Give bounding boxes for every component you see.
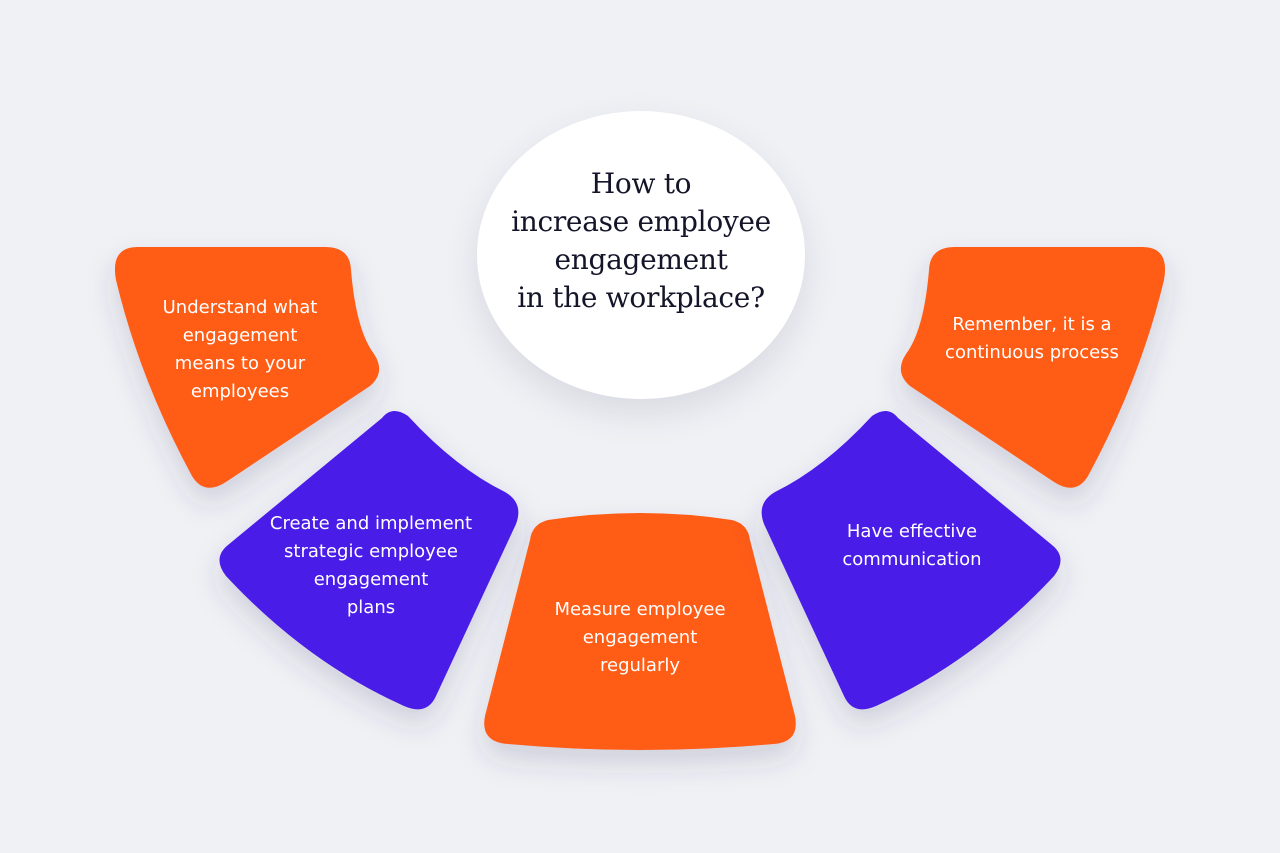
segment-2-line-1: Create and implement — [269, 513, 473, 534]
segment-2-line-4: plans — [346, 597, 396, 618]
title-line-2: increase employee — [511, 205, 771, 238]
segment-5-line-2: continuous process — [945, 342, 1119, 363]
segment-1-label: Understand what engagement means to your… — [130, 294, 350, 406]
center-circle — [477, 111, 805, 399]
segment-3-line-1: Measure employee — [554, 599, 726, 620]
segment-1-shape — [114, 247, 380, 488]
segment-1-line-1: Understand what — [162, 297, 318, 318]
segment-5-line-1: Remember, it is a — [952, 314, 1112, 335]
segment-4-line-1: Have effective — [846, 521, 978, 542]
segment-1-line-3: means to your — [174, 353, 306, 374]
segment-5-label: Remember, it is a continuous process — [920, 311, 1144, 367]
segment-2-line-3: engagement — [313, 569, 429, 590]
segment-4-line-2: communication — [842, 549, 982, 570]
segment-4-label: Have effective communication — [792, 518, 1032, 574]
segment-1-line-2: engagement — [182, 325, 298, 346]
segment-1-line-4: employees — [190, 381, 290, 402]
segment-3-label: Measure employee engagement regularly — [520, 596, 760, 680]
segment-2-shape — [219, 410, 519, 710]
segment-2-line-2: strategic employee — [284, 541, 458, 562]
segment-2-label: Create and implement strategic employee … — [240, 510, 502, 622]
diagram-title: How to increase employee engagement in t… — [477, 165, 805, 317]
title-line-4: in the workplace? — [517, 281, 765, 314]
segment-3-line-2: engagement — [582, 627, 698, 648]
segment-3-shape — [484, 513, 796, 750]
segment-3-line-3: regularly — [600, 655, 680, 676]
title-line-1: How to — [590, 167, 692, 200]
title-line-3: engagement — [554, 243, 728, 276]
segment-4-shape — [761, 410, 1061, 710]
segment-5-shape — [900, 247, 1166, 488]
